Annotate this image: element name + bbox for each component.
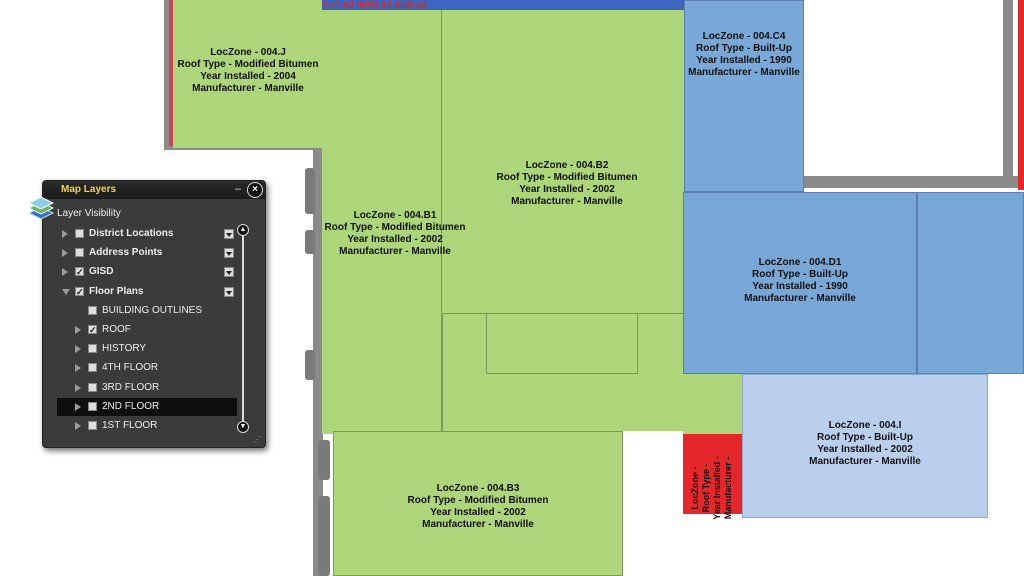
layer-label: Address Points [89, 247, 163, 259]
layer-checkbox[interactable]: ✓ [75, 286, 84, 297]
expand-arrow-icon[interactable] [75, 326, 81, 334]
close-button[interactable]: × [247, 182, 263, 198]
layer-label: 4TH FLOOR [102, 362, 159, 374]
zone-004-B1[interactable] [322, 10, 442, 434]
layer-label: HISTORY [102, 343, 147, 355]
expand-arrow-icon[interactable] [75, 402, 81, 411]
wall-bump [305, 350, 315, 380]
scrollbar-track[interactable] [242, 225, 244, 431]
building-wall [1003, 0, 1013, 176]
collapse-arrow-icon[interactable] [62, 288, 70, 295]
layer-label: 3RD FLOOR [102, 381, 160, 393]
zone-green-fill[interactable] [623, 431, 683, 576]
layer-checkbox[interactable]: ✓ [88, 325, 97, 335]
layer-options-dropdown[interactable] [224, 248, 234, 259]
zone-label-red: LocZone -Roof Type -Year Installed -Manu… [690, 456, 733, 520]
zone-red[interactable] [683, 434, 742, 514]
panel-title: Map Layers [61, 184, 117, 195]
zone-004-J[interactable] [173, 0, 322, 148]
layer-label: District Locations [89, 228, 174, 239]
zone-right-blue[interactable] [917, 192, 1024, 374]
layer-label: GISD [89, 266, 114, 278]
top-strip [280, 0, 684, 10]
expand-arrow-icon[interactable] [75, 364, 81, 373]
layer-row[interactable]: 4TH FLOOR [57, 359, 237, 377]
layer-row[interactable]: ✓ ROOF [57, 321, 237, 339]
layer-checkbox[interactable] [88, 344, 97, 354]
red-edge [1018, 0, 1024, 190]
layer-checkbox[interactable] [88, 401, 97, 411]
minimize-button[interactable]: – [234, 183, 242, 195]
layer-row[interactable]: HISTORY [57, 340, 237, 358]
expand-arrow-icon[interactable] [62, 230, 68, 238]
layer-visibility-label: Layer Visibility [57, 208, 121, 219]
layer-checkbox[interactable] [75, 229, 84, 238]
expand-arrow-icon[interactable] [62, 268, 68, 277]
scroll-up-button[interactable]: ▲ [237, 224, 249, 236]
layer-row[interactable]: 3RD FLOOR [57, 379, 237, 397]
resize-handle[interactable]: ⋰ [253, 435, 261, 444]
banner-text: CUT A2 INTO A2 AND A4 [322, 0, 428, 10]
layer-checkbox[interactable] [88, 363, 97, 373]
zone-004-B2-lower[interactable] [486, 314, 638, 374]
building-wall [164, 0, 173, 148]
expand-arrow-icon[interactable] [75, 422, 81, 430]
scroll-down-button[interactable]: ▼ [237, 421, 249, 433]
expand-arrow-icon[interactable] [75, 383, 81, 392]
zone-004-B2[interactable] [442, 10, 684, 314]
zone-green-fill[interactable] [442, 314, 486, 434]
red-edge [169, 0, 173, 146]
layer-label: Floor Plans [89, 285, 144, 297]
layer-label: 1ST FLOOR [102, 420, 158, 431]
zone-green-fill[interactable] [486, 374, 742, 434]
layer-row[interactable]: ✓ Floor Plans [57, 283, 237, 301]
layer-row[interactable]: Address Points [57, 244, 237, 262]
zone-004-C4[interactable] [684, 0, 804, 192]
layer-row[interactable]: ✓ GISD [57, 263, 237, 281]
layer-row[interactable]: BUILDING OUTLINES [57, 302, 237, 320]
layer-row[interactable]: 1ST FLOOR [57, 417, 237, 435]
layer-row[interactable]: 2ND FLOOR [57, 397, 237, 416]
layer-checkbox[interactable] [88, 382, 97, 392]
layer-label: BUILDING OUTLINES [102, 304, 203, 316]
map-layers-panel[interactable]: Map Layers – × Layer Visibility District… [27, 180, 266, 448]
layer-checkbox[interactable] [88, 305, 97, 315]
layer-options-dropdown[interactable] [224, 286, 234, 297]
building-wall [804, 176, 1024, 188]
layer-label: ROOF [102, 324, 131, 335]
wall-bump [305, 230, 315, 254]
expand-arrow-icon[interactable] [62, 249, 68, 258]
layer-row[interactable]: District Locations [57, 225, 237, 243]
layers-icon [27, 196, 55, 220]
layer-checkbox[interactable] [88, 421, 97, 430]
wall-bump [318, 496, 330, 576]
wall-bump [318, 440, 330, 480]
layer-options-dropdown[interactable] [224, 267, 234, 278]
layer-options-dropdown[interactable] [224, 229, 234, 239]
layer-label: 2ND FLOOR [102, 400, 160, 412]
zone-004-B3[interactable] [333, 431, 623, 576]
panel-header[interactable]: Map Layers – × [43, 181, 265, 199]
layer-checkbox[interactable]: ✓ [75, 267, 84, 278]
expand-arrow-icon[interactable] [75, 345, 81, 354]
zone-004-I[interactable] [742, 374, 988, 518]
layer-checkbox[interactable] [75, 248, 84, 258]
zone-004-D1[interactable] [683, 192, 917, 374]
building-wall [313, 140, 323, 576]
wall-bump [305, 168, 315, 214]
